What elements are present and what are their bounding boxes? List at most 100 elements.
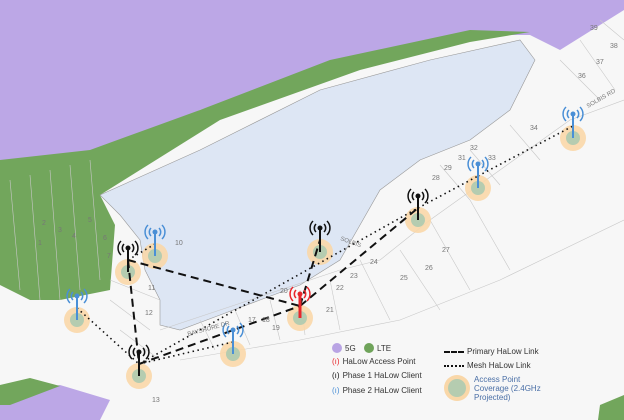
- svg-text:20: 20: [280, 288, 288, 295]
- signal-wave: [421, 191, 425, 201]
- signal-wave: [83, 288, 88, 304]
- phase1-client-icon: [309, 220, 331, 252]
- phase2-client-icon: (ı): [332, 386, 340, 395]
- signal-wave: [562, 106, 567, 122]
- legend-5g: 5G: [345, 343, 356, 353]
- lte-zone: [598, 395, 624, 420]
- svg-text:6: 6: [103, 235, 107, 242]
- svg-text:37: 37: [596, 59, 604, 66]
- legend-mesh: Mesh HaLow Link: [467, 361, 531, 370]
- primary-halow-link: [138, 305, 301, 365]
- phase2-client-icon: [562, 106, 584, 138]
- antenna-tip: [415, 193, 421, 199]
- signal-wave: [161, 224, 166, 240]
- svg-text:25: 25: [400, 275, 408, 282]
- svg-text:17: 17: [248, 317, 256, 324]
- phase1-client-icon: [117, 240, 139, 272]
- antenna-tip: [152, 229, 158, 235]
- parcel-lines: [9, 19, 624, 361]
- legend-coverage: Access Point Coverage (2.4GHz Projected): [474, 375, 541, 402]
- signal-wave: [306, 286, 311, 302]
- primary-halow-link: [127, 259, 140, 365]
- mesh-halow-link: [417, 175, 479, 209]
- signal-wave: [142, 347, 146, 357]
- signal-wave: [144, 224, 149, 240]
- svg-text:23: 23: [350, 273, 358, 280]
- svg-text:5: 5: [88, 217, 92, 224]
- legend-lte: LTE: [377, 343, 392, 353]
- signal-wave: [226, 325, 230, 335]
- svg-text:19: 19: [272, 325, 280, 332]
- primary-halow-link: [127, 259, 301, 307]
- signal-wave: [117, 240, 122, 256]
- svg-text:18: 18: [262, 317, 270, 324]
- signal-wave: [407, 188, 412, 204]
- lake: [99, 39, 536, 331]
- antenna-tip: [74, 293, 80, 299]
- ap-icon: (ı): [332, 357, 340, 366]
- signal-wave: [128, 344, 133, 360]
- mesh-link-swatch: [444, 364, 464, 367]
- svg-text:27: 27: [442, 247, 450, 254]
- signal-wave: [303, 289, 307, 299]
- phase2-client-icon: [66, 288, 88, 320]
- signal-wave: [131, 243, 135, 253]
- svg-text:10: 10: [175, 240, 183, 247]
- svg-text:21: 21: [326, 307, 334, 314]
- antenna-tip: [230, 327, 236, 333]
- signal-wave: [80, 291, 84, 301]
- legend-phase1: Phase 1 HaLow Client: [342, 371, 422, 380]
- primary-link-swatch: [444, 350, 464, 353]
- antenna-tip: [297, 291, 303, 297]
- antenna-tip: [570, 111, 576, 117]
- signal-wave: [239, 322, 244, 338]
- signal-wave: [313, 223, 317, 233]
- svg-text:12: 12: [145, 310, 153, 317]
- phase1-client-icon: (ı): [332, 371, 340, 380]
- signal-wave: [484, 156, 489, 172]
- signal-wave: [148, 227, 152, 237]
- svg-text:11: 11: [148, 285, 155, 292]
- signal-wave: [471, 159, 475, 169]
- phase2-client-icon: [467, 156, 489, 188]
- signal-wave: [424, 188, 429, 204]
- signal-wave: [467, 156, 472, 172]
- signal-wave: [579, 106, 584, 122]
- links: [76, 125, 574, 365]
- signal-wave: [576, 109, 580, 119]
- antenna-tip: [475, 161, 481, 167]
- svg-text:26: 26: [425, 265, 433, 272]
- mesh-halow-link: [138, 207, 419, 365]
- map-legend: 5G LTE (ı)HaLow Access Point (ı)Phase 1 …: [332, 343, 552, 409]
- signal-wave: [158, 227, 162, 237]
- signal-wave: [411, 191, 415, 201]
- svg-text:3: 3: [58, 227, 62, 234]
- legend-primary: Primary HaLow Link: [467, 347, 539, 356]
- nodes: [66, 106, 584, 376]
- svg-text:32: 32: [470, 145, 478, 152]
- signal-wave: [134, 240, 139, 256]
- mesh-halow-link: [138, 341, 234, 365]
- coverage-swatch: [448, 379, 466, 397]
- svg-text:22: 22: [336, 285, 344, 292]
- svg-text:39: 39: [590, 25, 598, 32]
- mesh-halow-link: [127, 243, 156, 261]
- phase1-client-icon: [407, 188, 429, 220]
- svg-text:29: 29: [444, 165, 452, 172]
- 5g-swatch: [332, 343, 342, 353]
- svg-text:13: 13: [152, 397, 160, 404]
- signal-wave: [66, 288, 71, 304]
- signal-wave: [326, 220, 331, 236]
- antenna-tip: [136, 349, 142, 355]
- primary-halow-link: [299, 239, 321, 307]
- svg-text:1: 1: [38, 240, 42, 247]
- phase2-client-icon: [144, 224, 166, 256]
- phase1-client-icon: [128, 344, 150, 376]
- lte-zone: [0, 378, 60, 405]
- antenna-tip: [317, 225, 323, 231]
- coverage-circles: [64, 125, 586, 389]
- signal-wave: [236, 325, 240, 335]
- svg-text:2: 2: [42, 220, 46, 227]
- svg-text:4: 4: [72, 233, 76, 240]
